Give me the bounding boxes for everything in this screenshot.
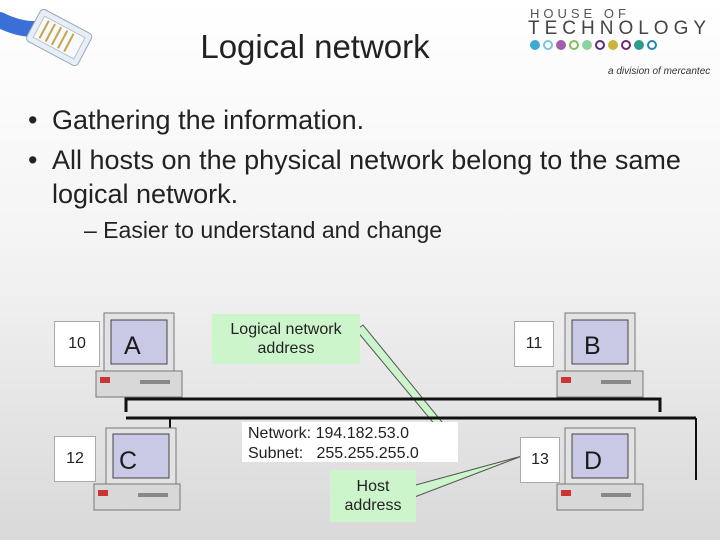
monitor-screen	[110, 319, 168, 365]
brand-dot	[556, 40, 566, 50]
brand-dots	[530, 40, 657, 50]
brand-dot	[608, 40, 618, 50]
bullet-item: Gathering the information.	[28, 104, 708, 138]
logical-network-callout: Logical network address	[212, 314, 360, 364]
host-computer-a: A	[95, 312, 183, 398]
network-info-box: Network: 194.182.53.0 Subnet: 255.255.25…	[242, 422, 458, 462]
sub-bullet-item: – Easier to understand and change	[84, 217, 443, 244]
network-address-line: Network: 194.182.53.0	[248, 425, 409, 442]
brand-dot	[543, 40, 553, 50]
host-letter: B	[584, 332, 601, 360]
host-letter: A	[124, 332, 141, 360]
monitor-screen	[571, 433, 629, 479]
brand-dot	[621, 40, 631, 50]
network-cable-image	[0, 8, 93, 67]
monitor-screen	[571, 319, 629, 365]
brand-dot	[647, 40, 657, 50]
brand-dot	[530, 40, 540, 50]
logical-callout-pointer	[355, 324, 443, 427]
host-letter: C	[119, 447, 137, 475]
slide-title: Logical network	[200, 28, 430, 65]
host-computer-c: C	[93, 427, 181, 511]
monitor-screen	[112, 433, 170, 479]
host-number-label: 13	[520, 437, 560, 483]
subnet-mask-line: Subnet: 255.255.255.0	[248, 445, 419, 462]
bus-top-line	[124, 397, 662, 412]
host-computer-d: D	[556, 427, 644, 511]
brand-top-line: HOUSE OF	[530, 6, 630, 21]
host-address-callout: Host address	[330, 470, 416, 522]
host-number-label: 12	[54, 436, 96, 482]
host-letter: D	[584, 447, 602, 475]
host-number-label: 11	[514, 321, 554, 367]
brand-dot	[582, 40, 592, 50]
brand-dot	[569, 40, 579, 50]
host-computer-b: B	[556, 312, 644, 398]
brand-main-line: TECHNOLOGY	[528, 18, 712, 39]
host-number-label: 10	[54, 321, 100, 367]
bullet-list: Gathering the information. All hosts on …	[28, 104, 708, 244]
brand-dot	[595, 40, 605, 50]
bullet-item: All hosts on the physical network belong…	[28, 144, 708, 212]
brand-dot	[634, 40, 644, 50]
brand-sub-line: a division of mercantec	[608, 66, 711, 77]
